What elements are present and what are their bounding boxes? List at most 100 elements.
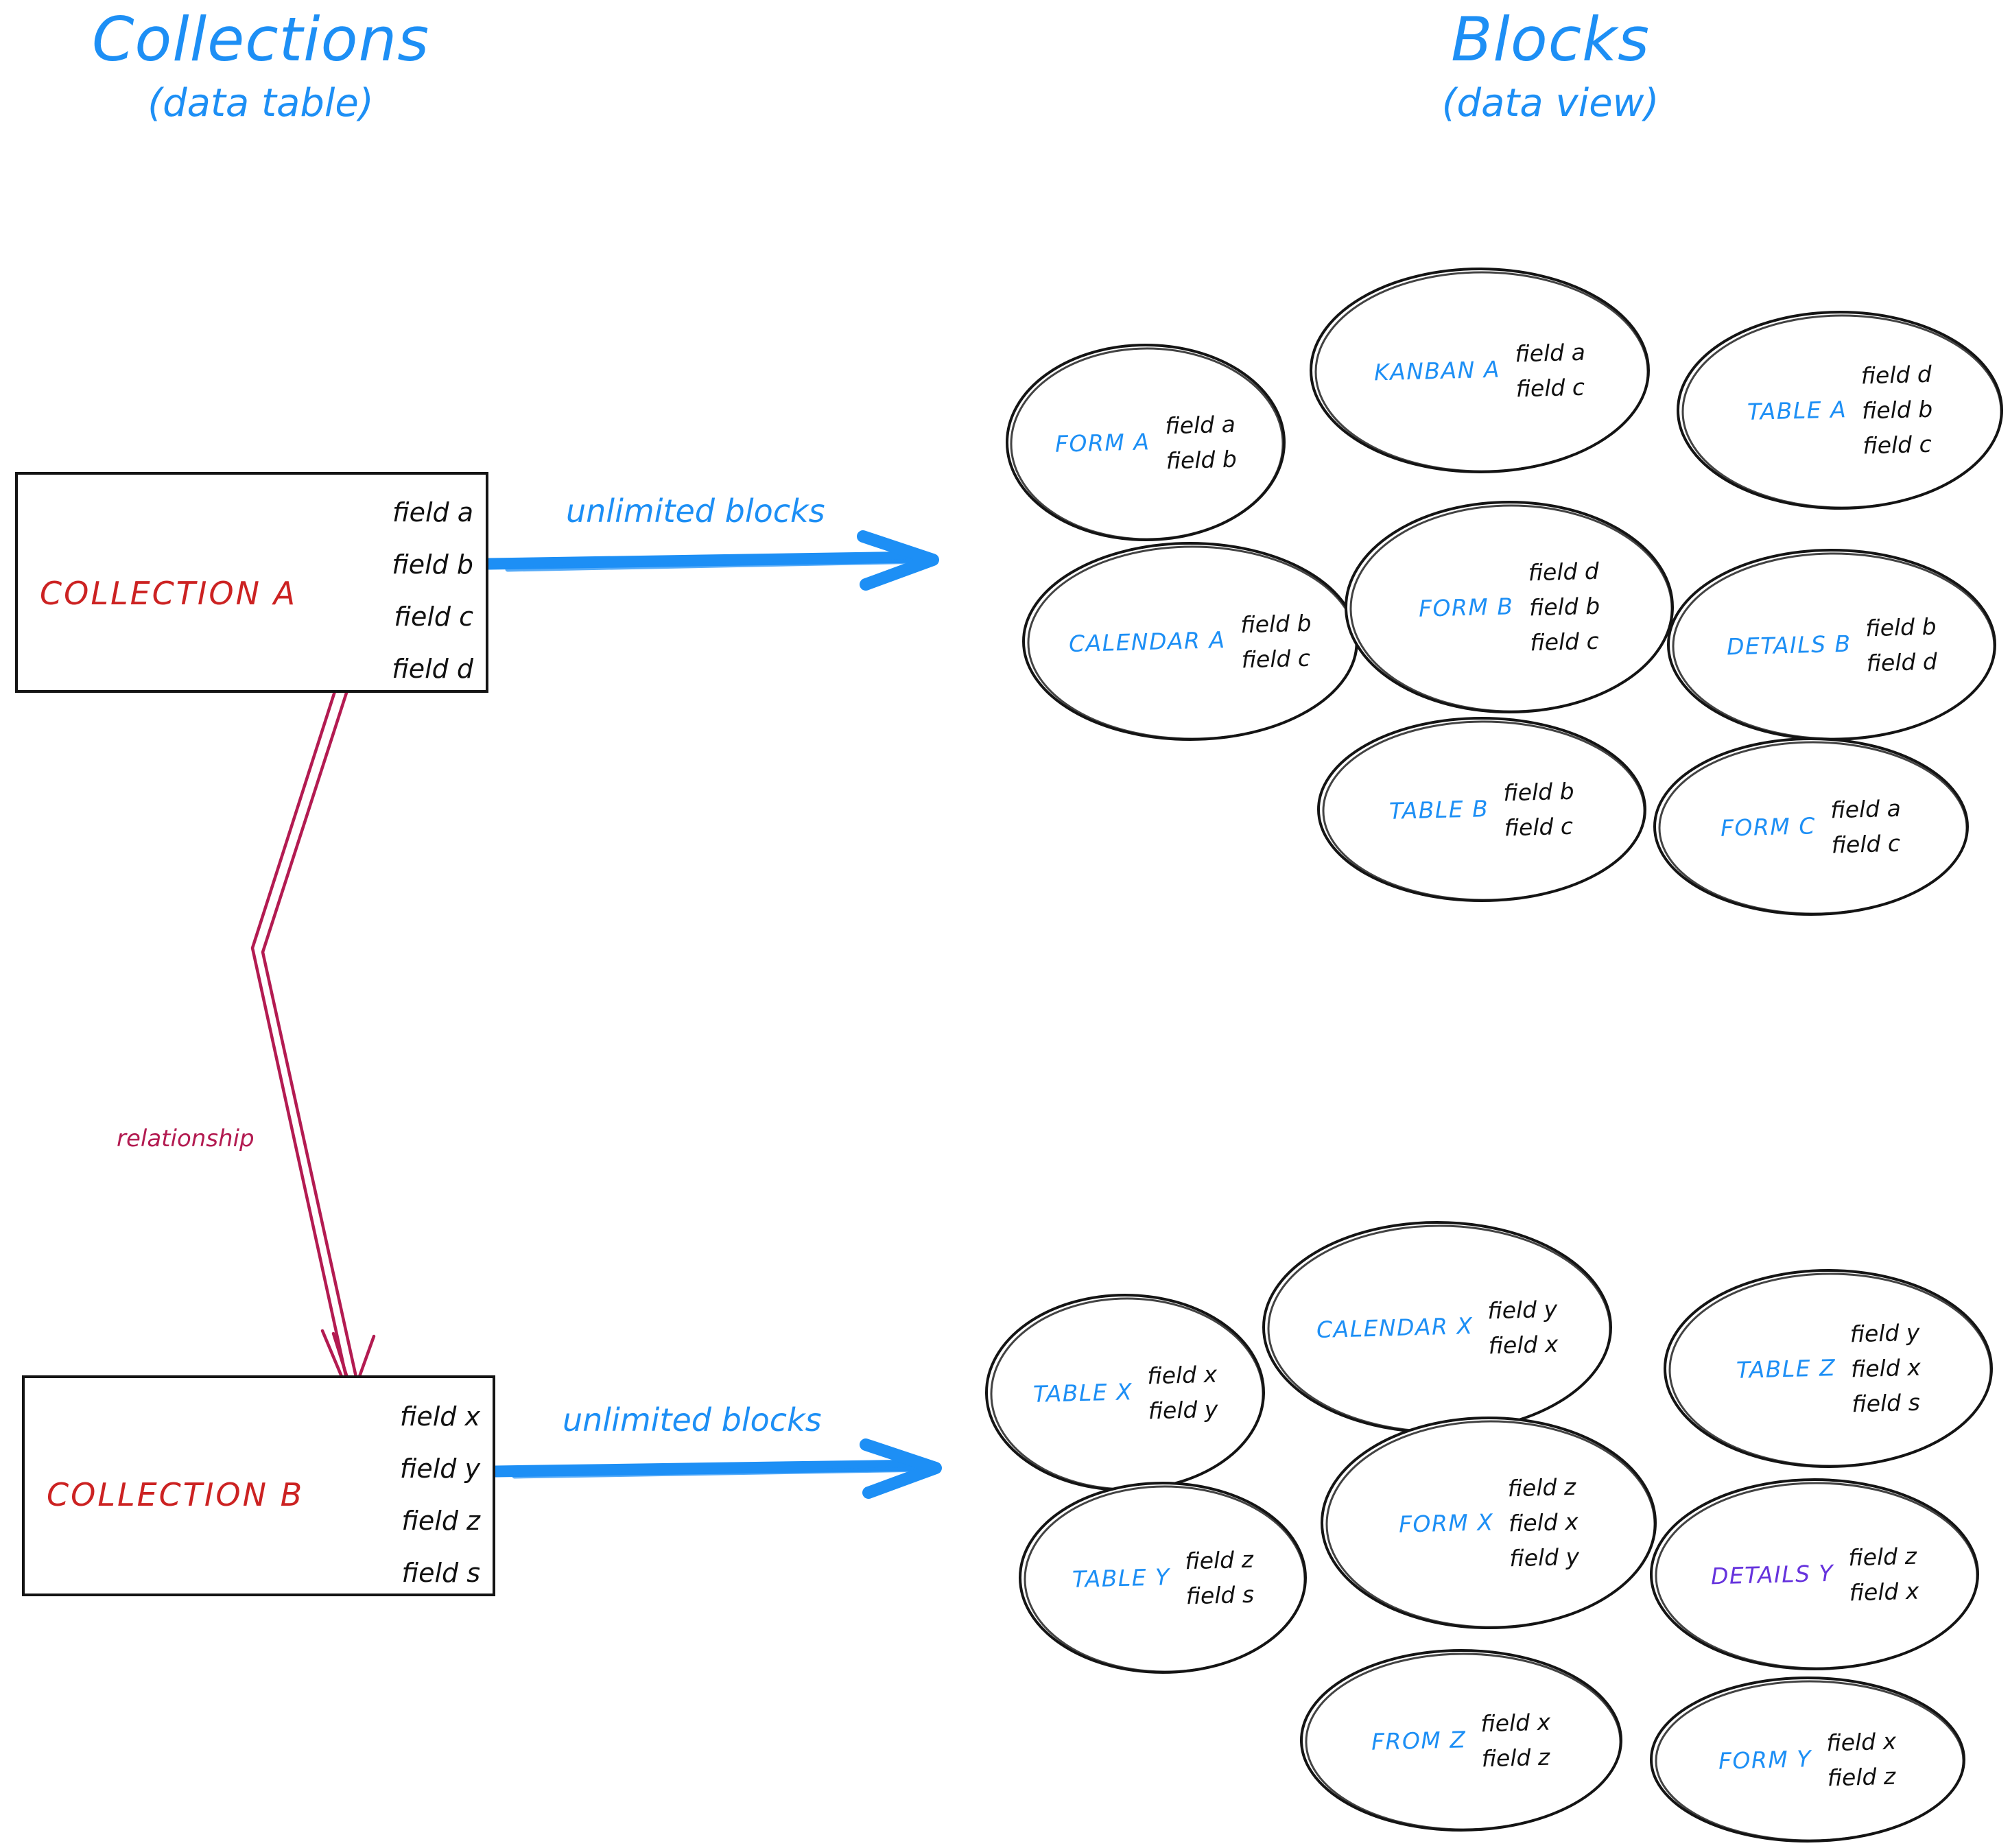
block-label: TABLE Y <box>1072 1563 1171 1593</box>
collection-b-box[interactable] <box>22 1375 495 1596</box>
collection-b-field-2: field z <box>401 1506 480 1536</box>
collection-a-field-1: field b <box>392 549 473 580</box>
ellipse-outline <box>1321 1417 1657 1629</box>
relationship-connector <box>250 687 376 1401</box>
block-field-1: field z <box>1827 1762 1896 1792</box>
block-table-a[interactable]: TABLE A field d field b field c <box>1674 307 2007 513</box>
blocks-subtitle: (data view) <box>1441 81 1659 126</box>
block-fields: field a field b <box>1164 407 1237 479</box>
block-fields: field b field c <box>1240 606 1312 678</box>
block-fields: field d field b field c <box>1528 554 1601 661</box>
block-table-y[interactable]: TABLE Y field z field s <box>1015 1478 1310 1677</box>
block-fields: field x field z <box>1826 1724 1897 1796</box>
collection-a-field-2: field c <box>394 602 473 632</box>
ellipse-outline <box>1300 1649 1622 1832</box>
block-field-1: field z <box>1481 1744 1551 1773</box>
block-label: FORM A <box>1054 427 1151 458</box>
block-field-0: field a <box>1164 410 1235 440</box>
block-field-0: field z <box>1847 1542 1917 1572</box>
block-label: DETAILS B <box>1726 630 1852 660</box>
block-field-0: field y <box>1849 1318 1920 1348</box>
block-field-0: field b <box>1502 777 1575 807</box>
block-table-x[interactable]: TABLE X field x field y <box>981 1290 1269 1495</box>
block-table-z[interactable]: TABLE Z field y field x field s <box>1660 1266 1996 1471</box>
block-label: CALENDAR X <box>1316 1312 1474 1343</box>
block-form-c[interactable]: FORM C field a field c <box>1650 734 1972 919</box>
block-label: KANBAN A <box>1373 355 1501 386</box>
block-field-0: field b <box>1240 609 1312 639</box>
block-field-0: field z <box>1507 1473 1577 1502</box>
collections-title: Collections <box>91 4 430 75</box>
collection-b-field-0: field x <box>399 1401 480 1432</box>
collections-heading: Collections (data table) <box>41 7 480 125</box>
ellipse-outline <box>1650 1478 1979 1670</box>
block-field-1: field d <box>1866 648 1938 677</box>
block-form-y[interactable]: FORM Y field x field z <box>1646 1674 1969 1845</box>
collection-b-field-3: field s <box>401 1558 480 1588</box>
block-field-0: field x <box>1480 1709 1551 1738</box>
ellipse-outline <box>1310 268 1650 473</box>
block-label: FORM B <box>1418 592 1515 622</box>
block-field-0: field z <box>1184 1545 1253 1575</box>
block-fields: field z field x field y <box>1507 1469 1580 1576</box>
relationship-label: relationship <box>117 1125 255 1152</box>
block-label: CALENDAR A <box>1068 626 1227 657</box>
block-label: FORM Y <box>1718 1744 1812 1775</box>
block-table-b[interactable]: TABLE B field b field c <box>1314 713 1650 905</box>
ellipse-outline <box>1650 1677 1965 1843</box>
ellipse-outline <box>1677 311 2003 510</box>
block-label: DETAILS Y <box>1710 1559 1834 1589</box>
block-kanban-a[interactable]: KANBAN A field a field c <box>1307 264 1653 477</box>
block-fields: field d field b field c <box>1860 357 1934 464</box>
block-label: FORM C <box>1720 812 1817 842</box>
block-details-b[interactable]: DETAILS B field b field d <box>1664 545 2000 744</box>
blocks-title: Blocks <box>1451 4 1650 75</box>
block-field-2: field y <box>1509 1543 1580 1572</box>
block-calendar-x[interactable]: CALENDAR X field y field x <box>1259 1218 1616 1437</box>
block-fields: field z field x <box>1847 1539 1919 1611</box>
block-from-z[interactable]: FROM Z field x field z <box>1297 1646 1626 1835</box>
unlimited-blocks-label-a: unlimited blocks <box>566 493 825 530</box>
ellipse-outline <box>1664 1269 1993 1468</box>
block-field-0: field x <box>1146 1360 1218 1390</box>
block-field-0: field b <box>1865 613 1937 642</box>
block-calendar-a[interactable]: CALENDAR A field b field c <box>1019 538 1362 744</box>
collection-a-name: COLLECTION A <box>40 575 298 612</box>
block-details-y[interactable]: DETAILS Y field z field x <box>1646 1475 1983 1674</box>
block-label: FORM X <box>1398 1508 1494 1538</box>
collection-a-field-0: field a <box>392 497 473 528</box>
block-label: TABLE A <box>1747 395 1847 425</box>
collection-b-name: COLLECTION B <box>47 1476 305 1513</box>
block-fields: field z field s <box>1184 1542 1254 1614</box>
collection-b-fields: field x field y field z field s <box>240 1403 480 1586</box>
block-label: TABLE B <box>1388 794 1489 825</box>
block-field-1: field b <box>1861 396 1934 425</box>
block-fields: field y field x <box>1487 1292 1559 1364</box>
block-fields: field a field c <box>1830 791 1902 863</box>
block-field-1: field c <box>1515 373 1585 403</box>
block-fields: field x field z <box>1480 1705 1552 1777</box>
block-field-1: field x <box>1850 1354 1921 1383</box>
ellipse-outline <box>1345 501 1674 713</box>
block-field-1: field c <box>1504 812 1574 842</box>
collection-a-box[interactable] <box>15 472 488 693</box>
ellipse-outline <box>1006 344 1286 541</box>
block-field-1: field s <box>1185 1580 1255 1610</box>
block-fields: field x field y <box>1146 1357 1218 1429</box>
block-field-1: field b <box>1165 445 1237 475</box>
block-field-0: field d <box>1860 360 1932 390</box>
ellipse-outline <box>1653 737 1969 916</box>
block-field-0: field a <box>1830 794 1902 824</box>
block-field-0: field x <box>1825 1727 1897 1757</box>
block-field-0: field a <box>1515 338 1586 368</box>
block-form-a[interactable]: FORM A field a field b <box>1002 340 1290 545</box>
unlimited-blocks-arrow-a <box>483 530 939 591</box>
block-field-1: field x <box>1848 1577 1919 1607</box>
block-form-x[interactable]: FORM X field z field x field y <box>1317 1413 1660 1633</box>
block-field-2: field c <box>1529 628 1599 656</box>
block-field-2: field s <box>1851 1389 1920 1418</box>
block-field-2: field c <box>1863 431 1932 460</box>
block-form-b[interactable]: FORM B field d field b field c <box>1341 497 1677 717</box>
collection-b-field-1: field y <box>399 1454 480 1484</box>
blocks-heading: Blocks (data view) <box>1331 7 1770 125</box>
